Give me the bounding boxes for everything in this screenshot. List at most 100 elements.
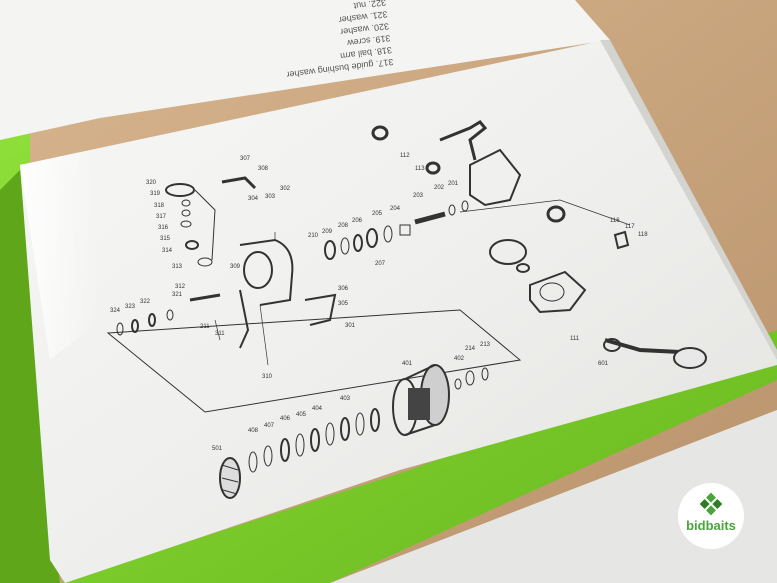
part-washer-a bbox=[181, 199, 191, 207]
part-label: 319 bbox=[150, 191, 161, 197]
part-bail-wire bbox=[194, 189, 216, 261]
part-label: 314 bbox=[162, 248, 173, 254]
part-label: 306 bbox=[338, 286, 349, 292]
parts-list-line: 322. nut bbox=[353, 0, 387, 11]
part-203 bbox=[399, 224, 411, 236]
sheet-edge-shadow bbox=[600, 40, 777, 360]
part-handle-base bbox=[603, 338, 621, 352]
part-label: 203 bbox=[413, 193, 424, 199]
part-label: 208 bbox=[338, 223, 349, 229]
part-washer-b bbox=[181, 209, 191, 217]
part-bearing-top bbox=[371, 125, 389, 141]
part-bearing-mid bbox=[425, 161, 441, 175]
part-label: 213 bbox=[480, 342, 491, 348]
part-label: 407 bbox=[264, 423, 275, 429]
diamond-squares-logo bbox=[699, 492, 723, 516]
part-label: 302 bbox=[280, 186, 291, 192]
part-207 bbox=[340, 237, 350, 255]
leader-lines bbox=[214, 199, 631, 366]
part-321 bbox=[166, 309, 174, 321]
part-label: 111 bbox=[570, 336, 580, 342]
part-label: 303 bbox=[265, 194, 276, 200]
box-floor-shadow bbox=[330, 410, 777, 583]
part-label: 304 bbox=[248, 196, 259, 202]
part-shaft bbox=[189, 293, 221, 302]
part-label: 318 bbox=[154, 203, 165, 209]
part-label: 210 bbox=[308, 233, 319, 239]
part-label: 323 bbox=[125, 304, 136, 310]
part-washer-d bbox=[185, 240, 199, 250]
part-214 bbox=[465, 370, 475, 386]
part-handle-knob bbox=[673, 347, 707, 369]
part-spool-body bbox=[404, 364, 436, 436]
part-label: 205 bbox=[372, 211, 383, 217]
part-rotor-arm bbox=[239, 289, 250, 349]
part-gear-washer bbox=[516, 263, 530, 273]
part-label: 305 bbox=[338, 301, 349, 307]
part-bail-line-roller bbox=[165, 183, 195, 197]
part-322 bbox=[148, 313, 156, 327]
part-side-cover bbox=[529, 270, 587, 314]
part-label: 310 bbox=[262, 374, 273, 380]
part-drag-knob-ridges bbox=[221, 464, 239, 495]
part-label: 309 bbox=[230, 264, 241, 270]
part-406 bbox=[325, 422, 335, 446]
watermark-brand-text: bidbaits bbox=[686, 518, 736, 533]
part-rotor bbox=[239, 238, 294, 306]
part-404 bbox=[295, 433, 305, 457]
part-pinion bbox=[414, 211, 446, 225]
part-408 bbox=[248, 451, 258, 473]
part-cover-ring bbox=[539, 282, 565, 302]
part-402 bbox=[454, 378, 462, 390]
part-405 bbox=[310, 428, 320, 452]
part-drag-knob bbox=[219, 457, 241, 499]
part-body bbox=[469, 148, 522, 207]
rotor-frame bbox=[106, 309, 522, 413]
part-205 bbox=[366, 228, 378, 248]
part-label: 313 bbox=[172, 264, 183, 270]
back-sheet bbox=[0, 0, 610, 140]
part-label: 402 bbox=[454, 356, 465, 362]
part-label: 214 bbox=[465, 346, 476, 352]
part-206 bbox=[353, 234, 363, 252]
part-label: 117 bbox=[625, 224, 635, 230]
part-right-bearing bbox=[546, 205, 566, 223]
part-label: 315 bbox=[160, 236, 171, 242]
part-208 bbox=[324, 240, 336, 260]
part-label: 118 bbox=[638, 232, 648, 238]
part-label: 316 bbox=[158, 225, 169, 231]
part-323 bbox=[131, 319, 139, 333]
part-label: 601 bbox=[598, 361, 609, 367]
part-bail-arm bbox=[221, 176, 257, 190]
part-label: 201 bbox=[448, 181, 459, 187]
part-anti-reverse bbox=[613, 230, 630, 250]
part-label: 403 bbox=[340, 396, 351, 402]
part-label: 405 bbox=[296, 412, 307, 418]
watermark-circle bbox=[678, 483, 744, 549]
part-305 bbox=[304, 293, 337, 326]
part-handle-arm bbox=[604, 338, 681, 354]
part-label: 206 bbox=[352, 218, 363, 224]
part-drive-gear bbox=[489, 239, 527, 265]
part-label: 202 bbox=[434, 185, 445, 191]
exploded-diagram bbox=[106, 120, 707, 499]
part-label: 207 bbox=[375, 261, 386, 267]
part-label: 204 bbox=[390, 206, 401, 212]
part-label: 312 bbox=[175, 284, 186, 290]
part-label: 308 bbox=[258, 166, 269, 172]
part-label: 116 bbox=[610, 218, 620, 224]
part-label: 406 bbox=[280, 416, 291, 422]
part-label: 307 bbox=[240, 156, 251, 162]
part-spool-line bbox=[408, 388, 430, 420]
part-labels: 320 319 318 317 316 315 314 313 312 311 … bbox=[110, 153, 648, 452]
part-label: 404 bbox=[312, 406, 323, 412]
part-201 bbox=[461, 200, 469, 212]
part-406a bbox=[280, 438, 290, 462]
part-403c bbox=[370, 408, 380, 432]
part-label: 311 bbox=[215, 331, 225, 337]
part-407 bbox=[263, 445, 273, 467]
part-202 bbox=[448, 204, 456, 216]
green-box bbox=[0, 100, 777, 583]
part-label: 401 bbox=[402, 361, 413, 367]
